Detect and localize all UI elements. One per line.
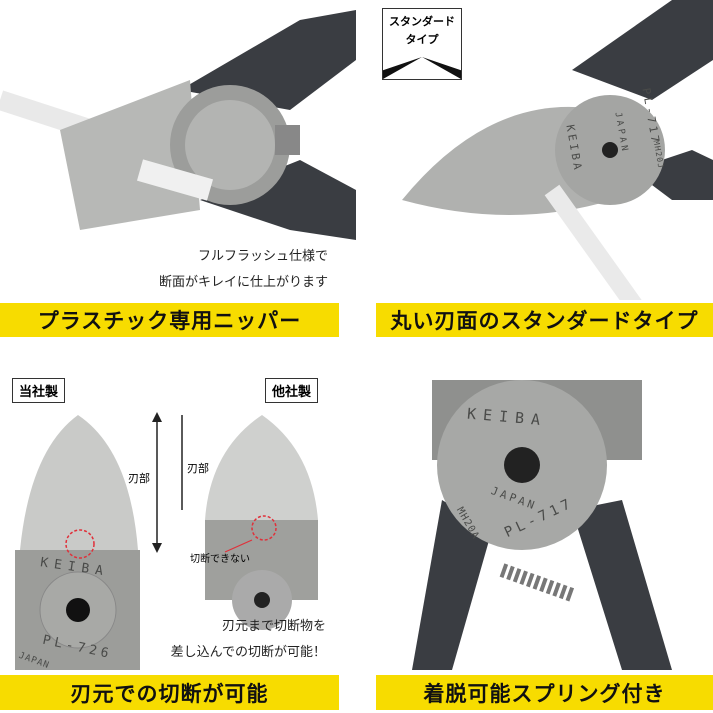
standard-nipper-image [402, 0, 713, 300]
spring-nipper-image [412, 380, 672, 670]
badge-line: タイプ [405, 33, 439, 46]
note-line: 刃元まで切断物を [221, 619, 326, 634]
blade-label-other: 刃部 [187, 462, 209, 475]
badge-shape [383, 57, 461, 79]
label-ours: 当社製 [12, 378, 66, 403]
panel-standard-type: KEIBA JAPAN PL-717 MH20J スタンダード タイプ [372, 0, 713, 300]
cannot-cut-label: 切断できない [190, 554, 250, 565]
note-line: 差し込んでの切断が可能！ [170, 645, 326, 660]
note-line: フルフラッシュ仕様で [197, 249, 328, 264]
flush-cut-note: フルフラッシュ仕様で 断面がキレイに仕上がります [159, 244, 328, 296]
caption-removable-spring: 着脱可能スプリング付き [376, 675, 713, 710]
panel-plastic-nipper: フルフラッシュ仕様で 断面がキレイに仕上がります [0, 0, 356, 345]
base-cut-note: 刃元まで切断物を 差し込んでの切断が可能！ [171, 614, 326, 666]
caption-plastic-nipper: プラスチック専用ニッパー [0, 303, 339, 337]
caption-base-cutting: 刃元での切断が可能 [0, 675, 339, 710]
blade-comparison-image [15, 412, 318, 670]
blade-label: 刃部 [128, 472, 150, 485]
standard-type-badge: スタンダード タイプ [382, 8, 462, 80]
caption-standard-type: 丸い刃面のスタンダードタイプ [376, 303, 713, 337]
panel-removable-spring: KEIBA JAPAN PL-717 MH20A [372, 370, 713, 670]
label-others: 他社製 [265, 378, 319, 403]
plastic-nipper-image [0, 10, 356, 240]
panel-base-cutting: KEIBA PL-726 JAPAN 当社製 他社製 刃部 刃部 切断できない … [0, 370, 356, 670]
note-line: 断面がキレイに仕上がります [158, 275, 328, 290]
badge-line: スタンダード [389, 15, 455, 28]
